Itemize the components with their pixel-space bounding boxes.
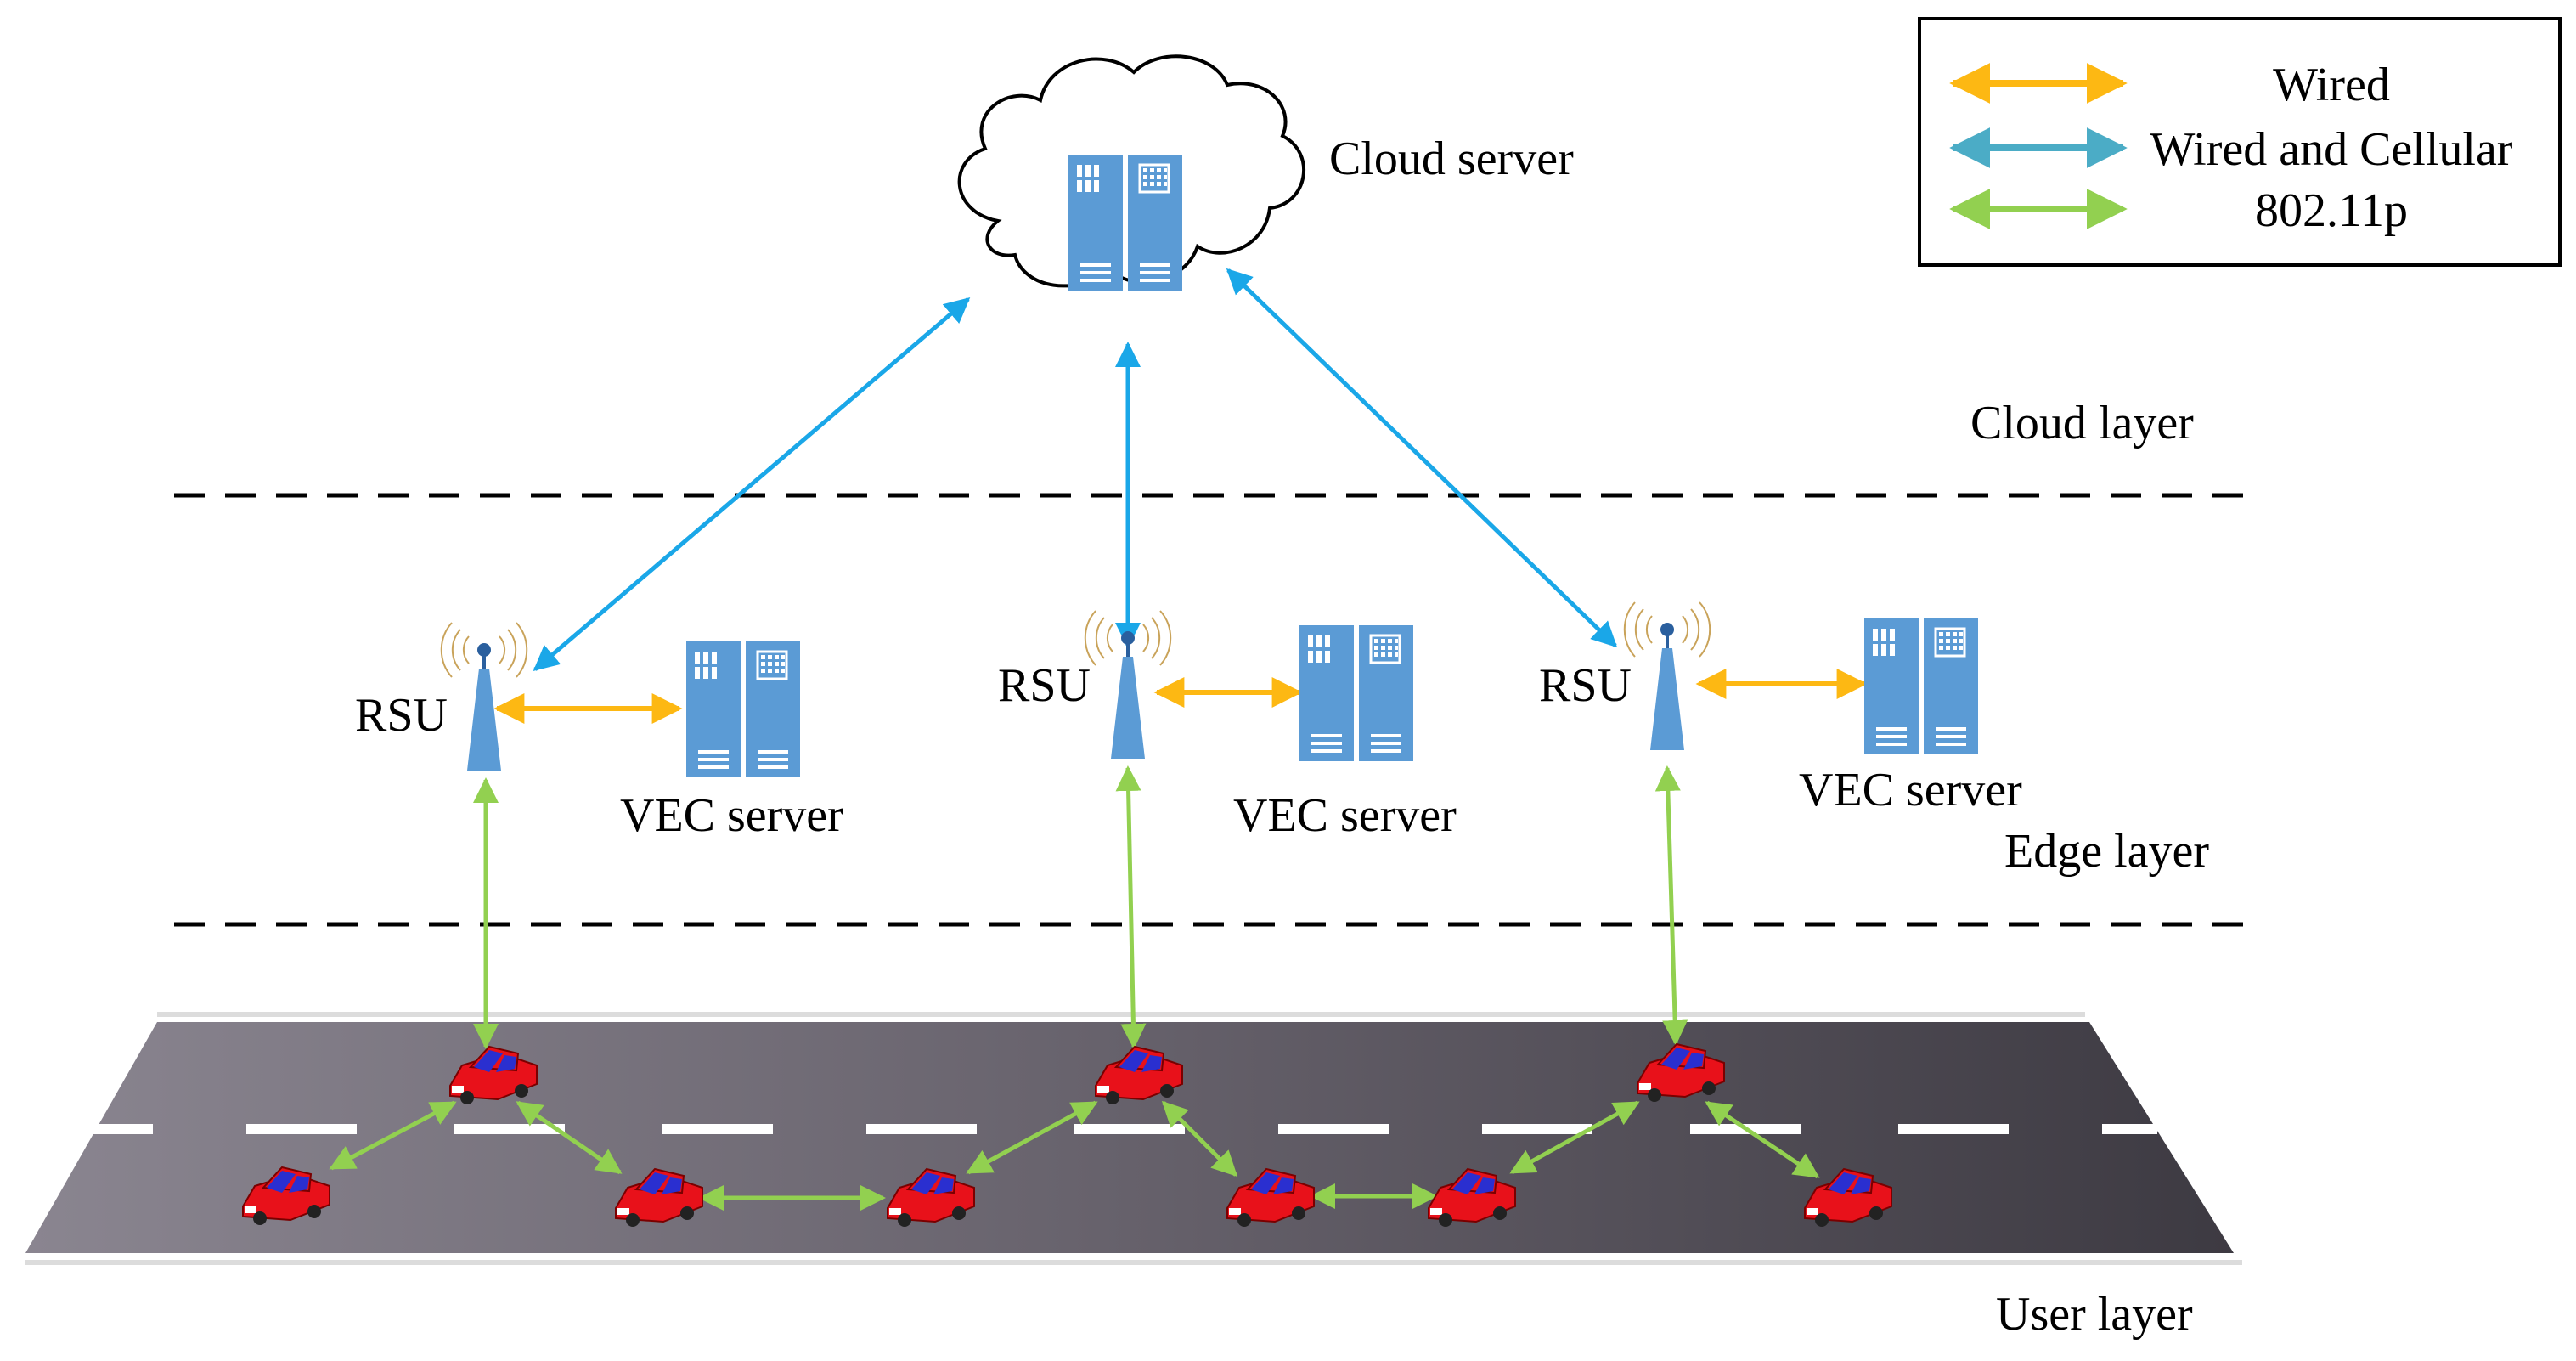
legend-cellular-label: Wired and Cellular (2150, 123, 2513, 176)
v2v-link (516, 1100, 623, 1175)
legend-wired-label: Wired (2273, 59, 2390, 111)
rsu-group-2: RSU VEC server (998, 609, 1457, 842)
rsu-group-1: RSU VEC server (355, 621, 843, 842)
cloud-layer-label: Cloud layer (1970, 397, 2194, 449)
cloud-rsu3-link (1226, 268, 1618, 648)
rsu-group-3: RSU VEC server (1539, 601, 2022, 816)
cloud-rsu1-link (533, 297, 971, 671)
v2v-link (1705, 1100, 1820, 1179)
vec-server-icon (1298, 624, 1415, 763)
cloud-server-label: Cloud server (1329, 133, 1574, 185)
v2v-link (966, 1100, 1098, 1175)
vec-server-icon (685, 640, 802, 779)
legend-dsrc-label: 802.11p (2255, 184, 2408, 237)
cloud-server: Cloud server (957, 54, 1574, 292)
rsu-label: RSU (1539, 659, 1632, 712)
legend: Wired Wired and Cellular 802.11p (1918, 17, 2562, 267)
rsu-label: RSU (355, 689, 448, 742)
vec-server-label: VEC server (620, 789, 843, 842)
edge-layer-label: Edge layer (2004, 825, 2209, 878)
rsu-antenna-icon (1622, 601, 1712, 752)
v2v-link (329, 1100, 457, 1171)
vec-server-label: VEC server (1233, 789, 1457, 842)
v2v-link (1509, 1100, 1640, 1175)
user-layer-label: User layer (1996, 1288, 2193, 1341)
vec-server-label: VEC server (1799, 764, 2022, 816)
v2v-link (1161, 1100, 1238, 1177)
rsu-label: RSU (998, 659, 1091, 712)
rsu2-car-link (1115, 765, 1147, 1049)
rsu-antenna-icon (439, 621, 529, 772)
rsu3-car-link (1654, 765, 1688, 1046)
vec-server-icon (1863, 617, 1980, 756)
rsu-antenna-icon (1083, 609, 1173, 760)
